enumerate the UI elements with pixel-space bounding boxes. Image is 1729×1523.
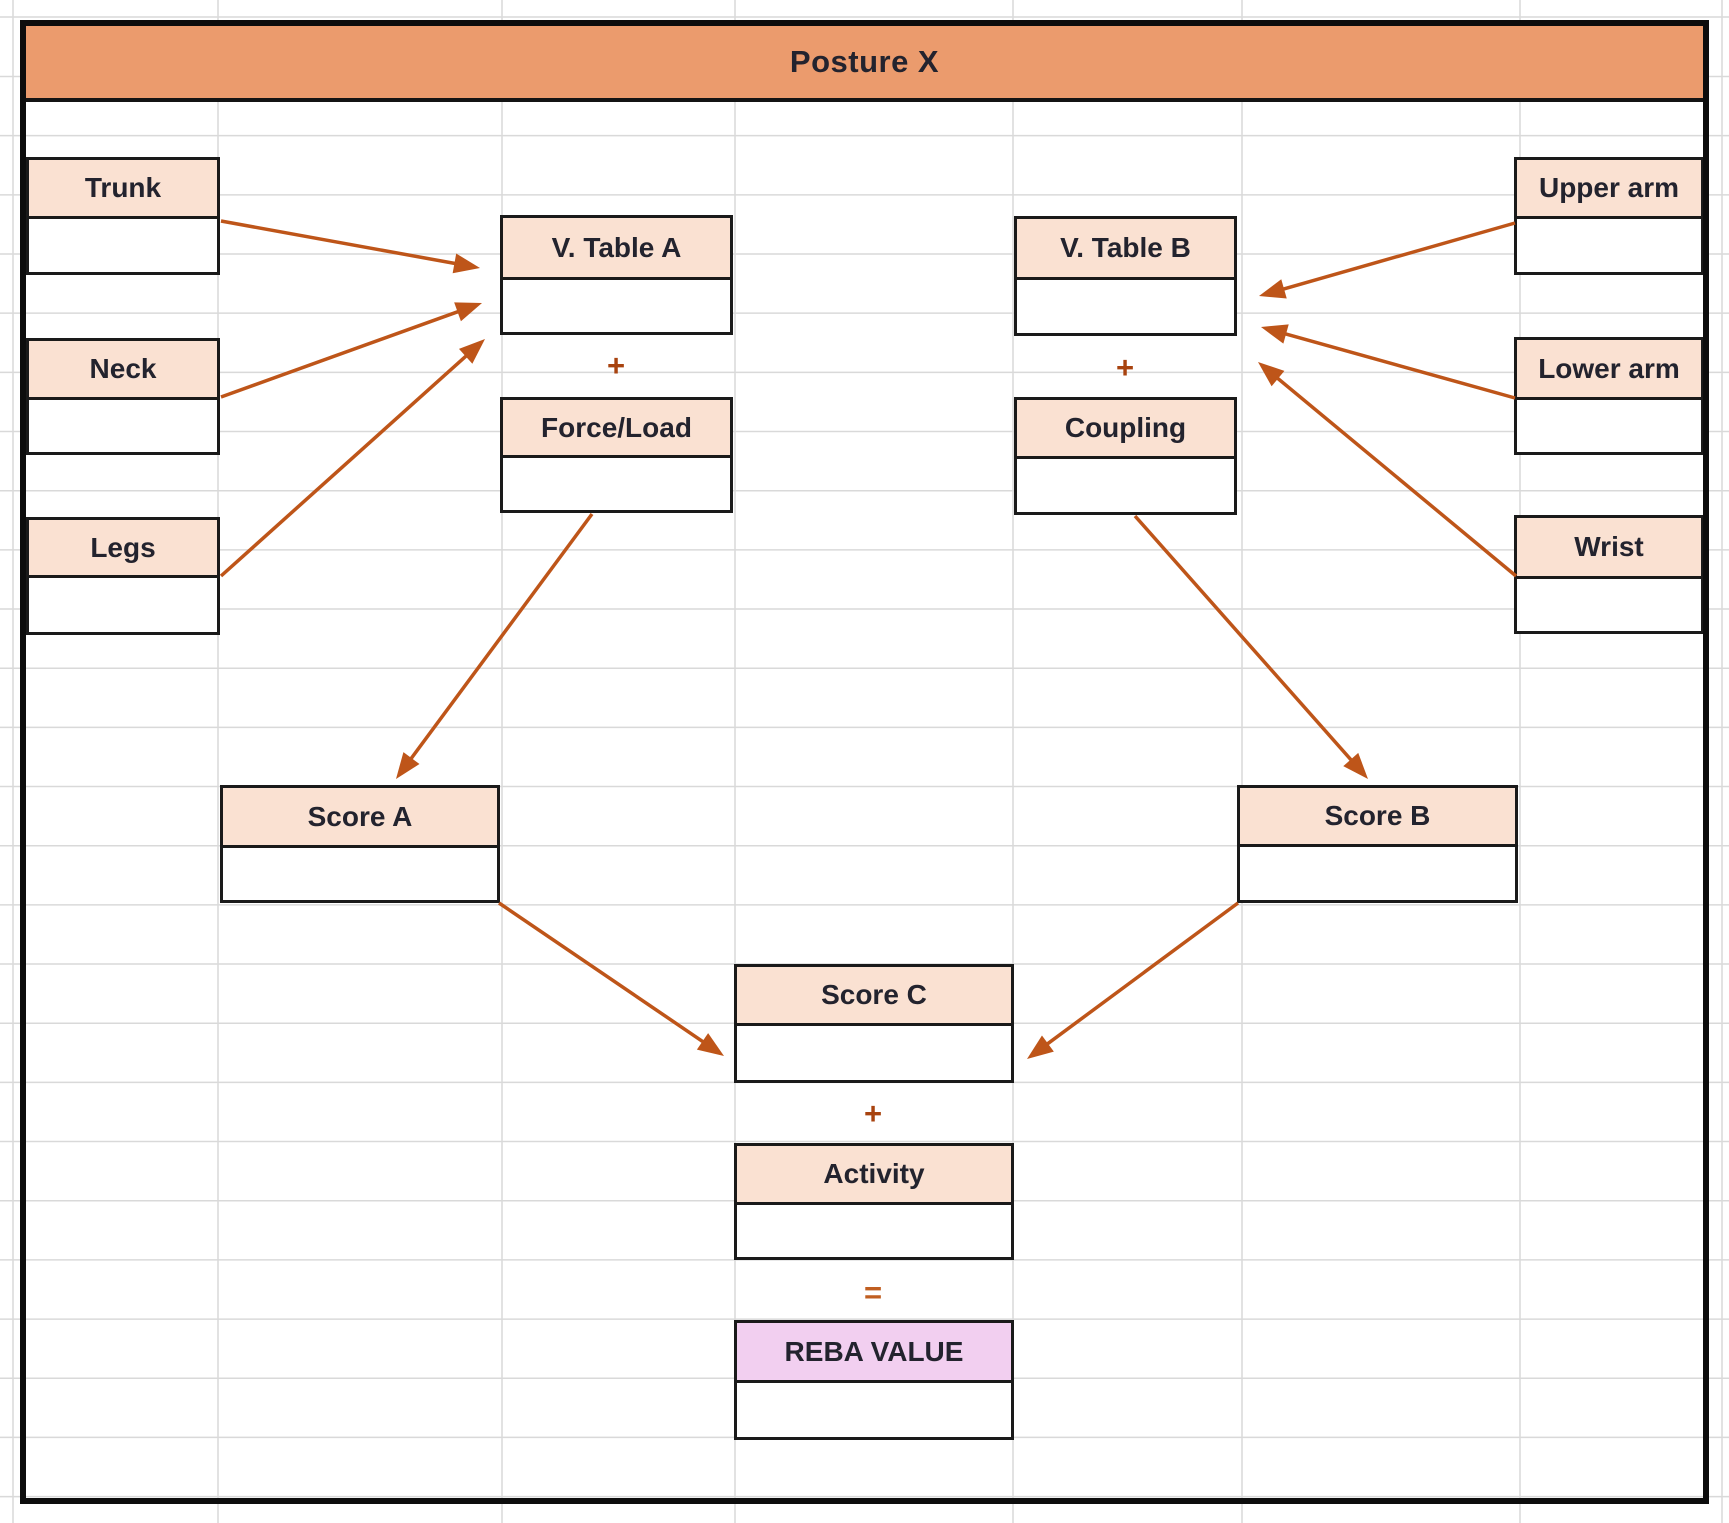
force-load-box: Force/Load [500,397,733,513]
legs-box: Legs [26,517,220,635]
lower-arm-box: Lower arm [1514,337,1704,455]
plus-a-operator: + [606,348,626,383]
activity-box: Activity [734,1143,1014,1260]
equals-operator: = [863,1275,883,1310]
v-table-b-box: V. Table B [1014,216,1237,336]
upper-arm-box: Upper arm [1514,157,1704,275]
neck-box: Neck [26,338,220,455]
reba-value-value-cell[interactable] [737,1383,1011,1437]
score-a-label: Score A [223,788,497,848]
plus-c-operator: + [863,1096,883,1131]
reba-value-label: REBA VALUE [737,1323,1011,1383]
upper-arm-value-cell[interactable] [1517,219,1701,272]
trunk-label: Trunk [29,160,217,219]
v-table-a-value-cell[interactable] [503,280,730,332]
v-table-a-box: V. Table A [500,215,733,335]
legs-label: Legs [29,520,217,578]
score-a-box: Score A [220,785,500,903]
upper-arm-label: Upper arm [1517,160,1701,219]
score-b-box: Score B [1237,785,1518,903]
lower-arm-label: Lower arm [1517,340,1701,400]
coupling-value-cell[interactable] [1017,459,1234,512]
score-c-box: Score C [734,964,1014,1083]
activity-label: Activity [737,1146,1011,1205]
trunk-value-cell[interactable] [29,219,217,272]
wrist-value-cell[interactable] [1517,579,1701,631]
score-b-value-cell[interactable] [1240,847,1515,900]
force-load-label: Force/Load [503,400,730,458]
score-b-label: Score B [1240,788,1515,847]
v-table-b-value-cell[interactable] [1017,280,1234,333]
trunk-box: Trunk [26,157,220,275]
legs-value-cell[interactable] [29,578,217,632]
coupling-box: Coupling [1014,397,1237,515]
activity-value-cell[interactable] [737,1205,1011,1257]
score-c-value-cell[interactable] [737,1026,1011,1080]
v-table-b-label: V. Table B [1017,219,1234,280]
score-a-value-cell[interactable] [223,848,497,900]
plus-b-operator: + [1115,350,1135,385]
coupling-label: Coupling [1017,400,1234,459]
neck-label: Neck [29,341,217,400]
wrist-label: Wrist [1517,518,1701,579]
score-c-label: Score C [737,967,1011,1026]
posture-title-text: Posture X [789,44,940,79]
posture-title-banner: Posture X [22,22,1707,102]
lower-arm-value-cell[interactable] [1517,400,1701,452]
force-load-value-cell[interactable] [503,458,730,510]
wrist-box: Wrist [1514,515,1704,634]
v-table-a-label: V. Table A [503,218,730,280]
reba-value-box: REBA VALUE [734,1320,1014,1440]
neck-value-cell[interactable] [29,400,217,452]
